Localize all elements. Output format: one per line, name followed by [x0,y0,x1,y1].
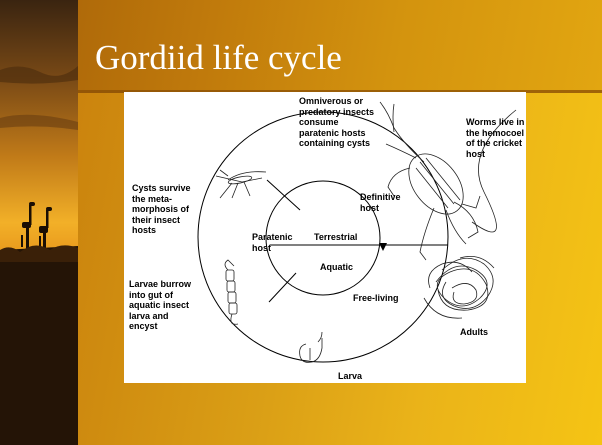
free-living-label: Free-living [353,293,399,304]
definitive-host-label: Definitive host [360,192,401,213]
cycle-arrowhead [379,243,387,251]
aquatic-label: Aquatic [320,262,353,273]
insect-larva-icon [225,260,238,324]
worms-live-label: Worms live in the hemocoel of the cricke… [466,117,524,159]
larvae-burrow-label: Larvae burrow into gut of aquatic insect… [129,279,191,332]
savanna-photo-strip [0,0,78,445]
slide-title: Gordiid life cycle [95,40,342,75]
paratenic-host-label: Paratenic host [252,232,293,253]
adult-worms-icon [424,256,494,318]
gordiid-larva-icon [300,332,322,362]
mosquito-icon [216,170,266,198]
omniverous-label: Omniverous or predatory insects consume … [299,96,374,149]
larva-label: Larva [338,371,362,382]
terrestrial-label: Terrestrial [314,232,357,243]
cysts-survive-label: Cysts survive the meta- morphosis of the… [132,183,191,236]
adults-label: Adults [460,327,488,338]
lifecycle-diagram: Omniverous or predatory insects consume … [124,92,526,383]
